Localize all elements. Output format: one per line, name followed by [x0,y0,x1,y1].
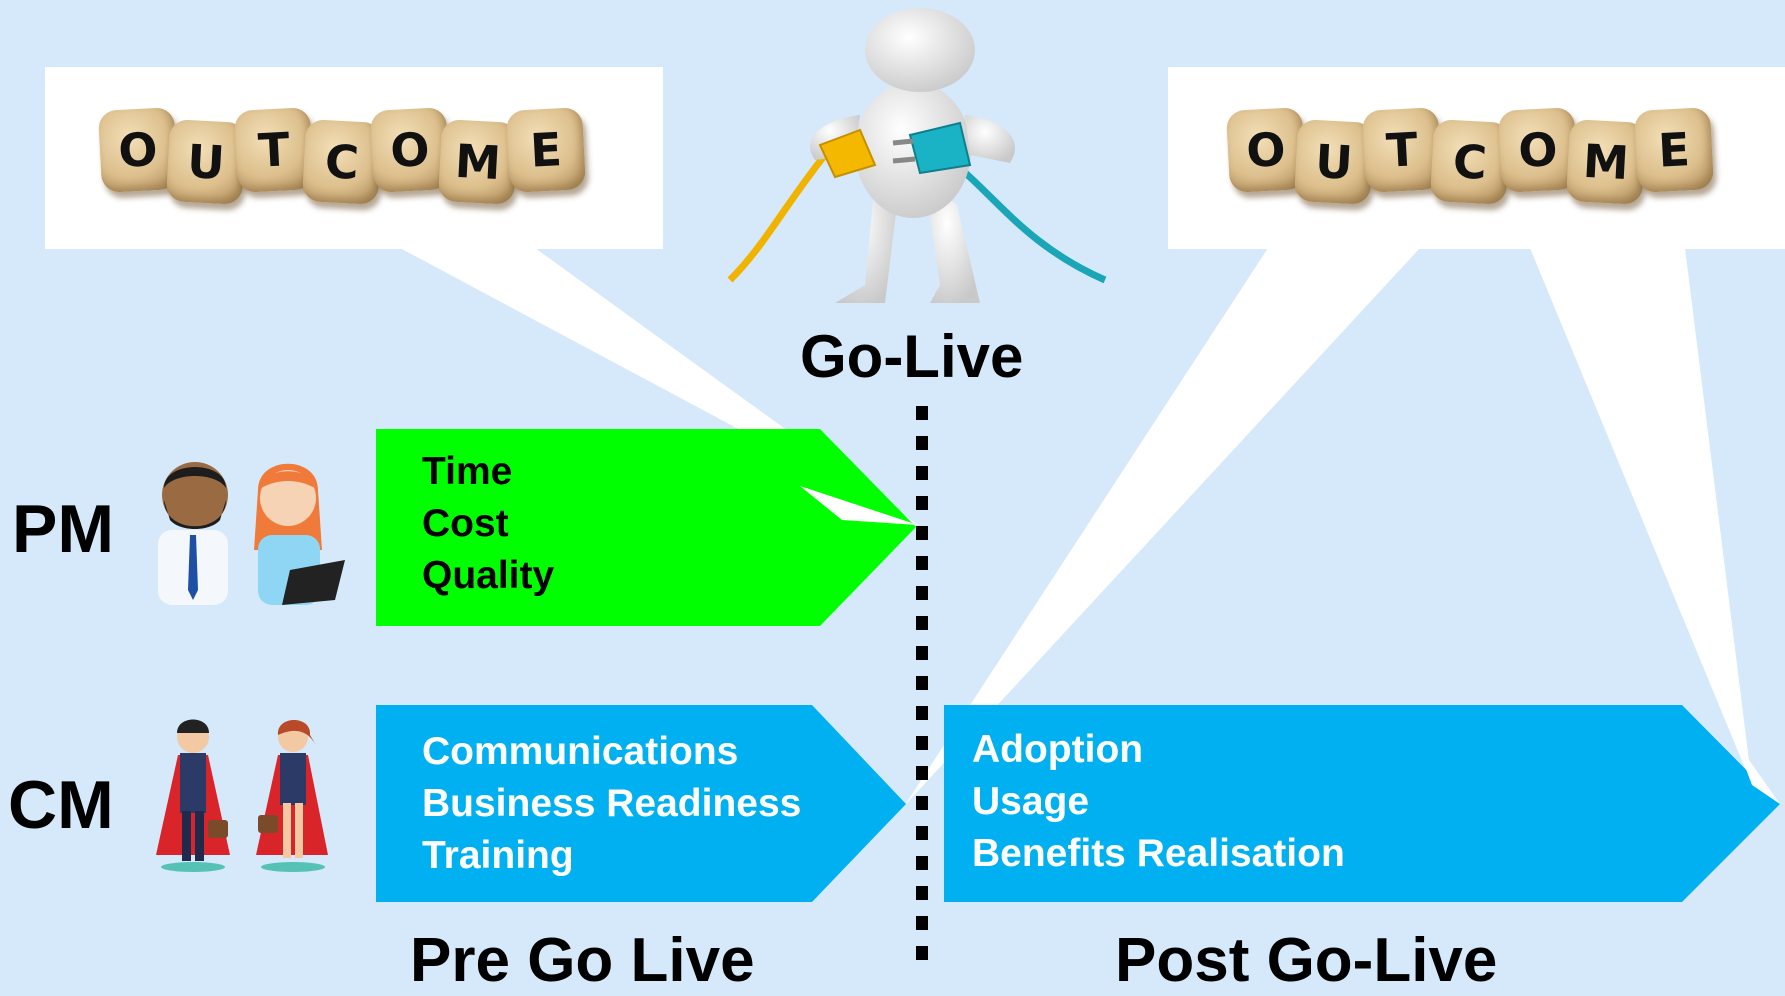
project-managers-icon [158,462,345,605]
pm-arrow-list: Time Cost Quality [422,446,554,602]
cm-post-arrow [944,705,1780,902]
right-callout-tail-post [1530,248,1752,785]
cm-label: CM [8,767,114,843]
cm-pre-item: Communications [422,730,739,773]
cm-post-item: Usage [972,780,1090,823]
cm-pre-arrow [376,705,906,902]
outcome-callout-left: O U T C O M E [45,67,663,249]
die: E [1633,107,1715,193]
cm-pre-arrow-list: Communications Business Readiness Traini… [422,726,801,882]
pm-item: Quality [422,554,555,597]
cm-pre-item: Training [422,834,574,877]
change-managers-icon [156,719,328,872]
pm-arrow [376,429,916,626]
cm-post-item: Adoption [972,728,1144,771]
go-live-label: Go-Live [800,323,1024,390]
outcome-callout-right: O U T C O M E [1168,67,1785,249]
outcome-dice-right: O U T C O M E [1225,107,1715,205]
cm-pre-item: Business Readiness [422,782,802,825]
go-live-figure-icon [727,8,1107,303]
right-callout-tail-pre [905,248,1420,805]
die: E [505,107,587,193]
post-go-live-label: Post Go-Live [1115,926,1498,995]
cm-post-item: Benefits Realisation [972,832,1345,875]
pm-label: PM [12,491,114,567]
cm-post-arrow-list: Adoption Usage Benefits Realisation [972,724,1345,880]
left-callout-tip [800,486,918,525]
pm-item: Cost [422,502,509,545]
pm-item: Time [422,450,513,493]
outcome-dice-left: O U T C O M E [97,107,587,205]
pre-go-live-label: Pre Go Live [410,926,755,995]
right-callout-tip-post [1735,740,1780,804]
